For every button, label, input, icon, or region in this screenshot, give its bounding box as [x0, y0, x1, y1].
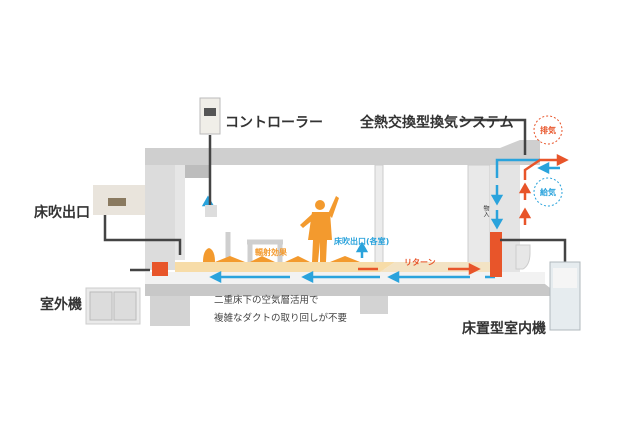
- radiant-effect-label: 輻射効果: [255, 248, 287, 257]
- toilet-icon: [515, 244, 531, 270]
- exhaust-airflow: [358, 153, 569, 276]
- supply-circle: [533, 177, 563, 207]
- return-label: リターン: [404, 258, 436, 267]
- partition-wall: [374, 164, 384, 271]
- closet-label: 物入: [482, 205, 489, 217]
- left-wall: [175, 165, 185, 260]
- outdoor-unit-label: 室外機: [40, 297, 82, 313]
- floor-outlet-label: 床吹出口: [34, 205, 90, 221]
- controller-label: コントローラー: [225, 115, 323, 131]
- warm-floor: [175, 262, 395, 272]
- note-line-1: 二重床下の空気層活用で: [214, 295, 319, 306]
- floor-slab: [145, 284, 560, 296]
- indoor-unit-in-wall: [490, 232, 502, 277]
- erv-system-label: 全熱交換型換気システム: [360, 115, 514, 131]
- exhaust-label: 排気: [540, 126, 556, 135]
- exhaust-circle: [533, 115, 563, 145]
- leader-lines: [103, 118, 567, 272]
- lower-beam: [150, 296, 190, 326]
- note-line-2: 複雑なダクトの取り回しが不要: [214, 313, 348, 324]
- ceiling-slab: [145, 140, 540, 165]
- supply-label: 給気: [540, 188, 556, 197]
- cat-icon: [203, 248, 215, 262]
- table-and-chairs: [225, 232, 283, 262]
- outdoor-connection: [152, 262, 168, 276]
- person-icon: [300, 196, 339, 262]
- indoor-unit-label: 床置型室内機: [462, 321, 546, 337]
- radiant-heat-marks: [215, 256, 360, 262]
- exterior-wall: [145, 165, 175, 270]
- lower-beam: [360, 296, 388, 314]
- floor-outlet-each-room-label: 床吹出口(各室): [334, 237, 390, 246]
- closet: [467, 164, 491, 271]
- wall-sensor: [205, 205, 217, 217]
- floor-right: [380, 262, 500, 272]
